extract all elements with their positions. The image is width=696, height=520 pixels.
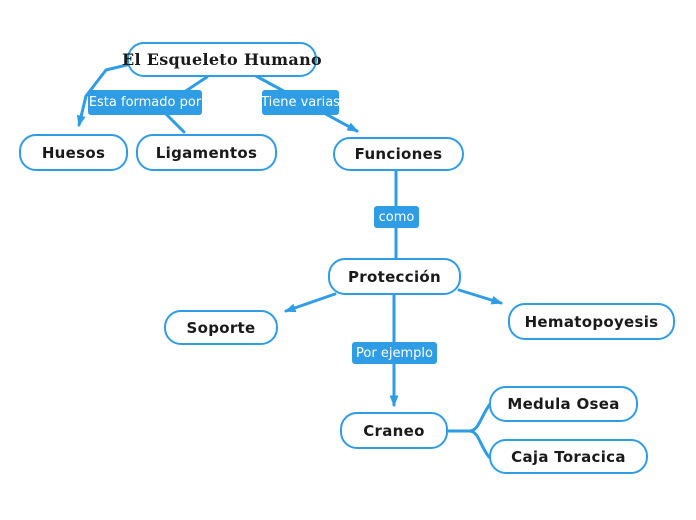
- concept-label: Caja Toracica: [511, 447, 626, 466]
- concept-label: Soporte: [186, 318, 256, 337]
- link-label-como[interactable]: como: [374, 206, 419, 228]
- concept-node-proteccion[interactable]: Protección: [328, 258, 461, 295]
- concept-label: Medula Osea: [507, 395, 620, 413]
- link-label-text: como: [378, 209, 415, 225]
- edge-proteccion-hematopoyesis[interactable]: [457, 288, 503, 305]
- link-label-text: Por ejemplo: [356, 345, 433, 361]
- link-label-esta-formado-por[interactable]: Esta formado por: [88, 90, 202, 115]
- concept-label: Craneo: [363, 421, 425, 440]
- edge-proteccion-soporte[interactable]: [284, 292, 337, 313]
- link-label-tiene-varias[interactable]: Tiene varias: [261, 90, 340, 115]
- concept-label: El Esqueleto Humano: [122, 50, 322, 69]
- concept-node-esqueleto-humano[interactable]: El Esqueleto Humano: [122, 42, 322, 77]
- concept-node-craneo[interactable]: Craneo: [340, 412, 448, 449]
- concept-label: Ligamentos: [155, 143, 258, 162]
- edge-root-huesos[interactable]: [76, 62, 133, 127]
- concept-label: Funciones: [354, 145, 443, 163]
- concept-label: Huesos: [41, 143, 106, 162]
- link-label-por-ejemplo[interactable]: Por ejemplo: [352, 342, 437, 364]
- concept-node-medula-osea[interactable]: Medula Osea: [489, 386, 638, 422]
- edge-craneo-caja[interactable]: [468, 429, 491, 459]
- concept-node-huesos[interactable]: Huesos: [19, 134, 128, 171]
- concept-node-hematopoyesis[interactable]: Hematopoyesis: [508, 303, 675, 340]
- edge-craneo-medula[interactable]: [468, 402, 492, 433]
- concept-node-soporte[interactable]: Soporte: [164, 310, 278, 345]
- link-label-text: Esta formado por: [88, 95, 202, 110]
- concept-node-caja-toracica[interactable]: Caja Toracica: [489, 439, 648, 474]
- concept-node-ligamentos[interactable]: Ligamentos: [136, 134, 277, 171]
- concept-label: Hematopoyesis: [524, 312, 659, 331]
- concept-label: Protección: [348, 267, 441, 286]
- concept-node-funciones[interactable]: Funciones: [333, 137, 464, 171]
- link-label-text: Tiene varias: [261, 95, 340, 110]
